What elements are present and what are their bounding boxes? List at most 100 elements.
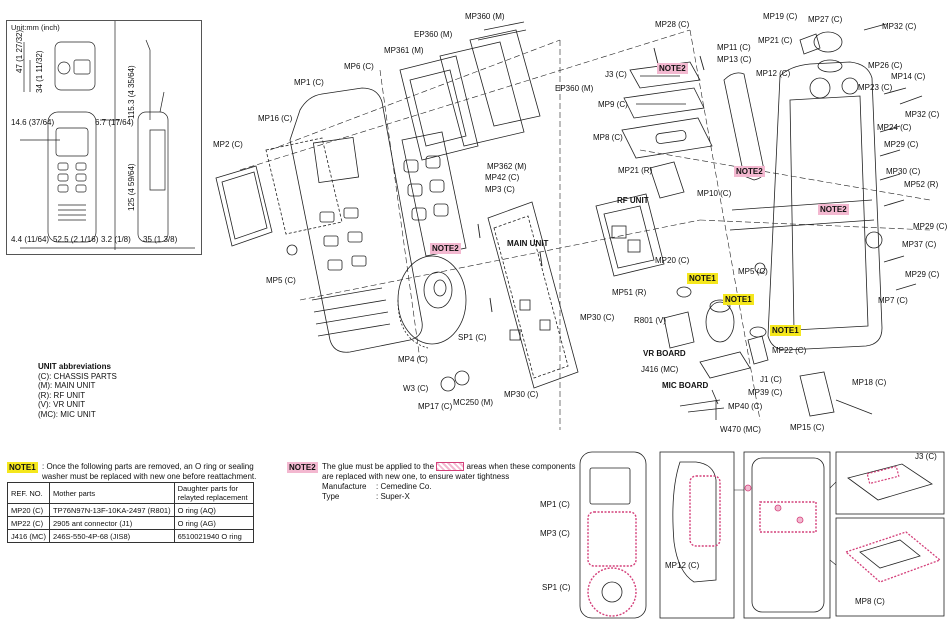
- dim-label: 34 (1 11/32): [35, 50, 44, 93]
- part-label: MP32 (C): [882, 22, 917, 31]
- vr-and-mic-boards: [663, 286, 873, 420]
- dim-label: 4.4 (11/64): [11, 235, 50, 244]
- part-label: MP5 (C): [738, 267, 768, 276]
- part-label: MP12 (C): [756, 69, 791, 78]
- part-label: MP15 (C): [790, 423, 825, 432]
- part-label: MP9 (C): [598, 100, 628, 109]
- abbreviation-item: (R): RF UNIT: [38, 390, 86, 400]
- part-label: MP21 (C): [758, 36, 793, 45]
- abbreviation-item: (C): CHASSIS PARTS: [38, 371, 117, 381]
- table-cell: 246S-550-4P-68 (JIS8): [49, 529, 175, 543]
- manufacture-value: : Cemedine Co.: [376, 482, 432, 491]
- part-label: W470 (MC): [720, 425, 761, 434]
- part-label: SP1 (C): [542, 583, 571, 592]
- main-unit-board: [487, 201, 579, 389]
- table-cell: J416 (MC): [6, 529, 51, 543]
- part-label: EP360 (M): [414, 30, 453, 39]
- part-label: SP1 (C): [458, 333, 487, 342]
- note2-text: The glue must be applied to the areas wh…: [322, 462, 582, 502]
- screws: [477, 23, 923, 313]
- part-label: MP360 (M): [465, 12, 505, 21]
- assembly-guide-lines: [239, 29, 931, 430]
- part-label: MP6 (C): [344, 62, 374, 71]
- part-label: MP14 (C): [891, 72, 926, 81]
- part-label: MP40 (C): [728, 402, 763, 411]
- dim-label: 52.5 (2 1/16): [53, 235, 99, 244]
- part-label: MP8 (C): [855, 597, 885, 606]
- abbreviations-heading: UNIT abbreviations: [38, 362, 111, 371]
- part-label: MC250 (M): [453, 398, 494, 407]
- part-label: MP12 (C): [665, 561, 700, 570]
- note-tag: NOTE1: [687, 273, 718, 284]
- detail-view-mp8: [835, 517, 945, 617]
- part-label: J1 (C): [760, 375, 782, 384]
- abbreviation-item: (V): VR UNIT: [38, 400, 86, 409]
- unit-title: Unit:mm (inch): [11, 23, 60, 32]
- note2-text-b: areas when these components are replaced…: [322, 462, 576, 481]
- part-label: MP22 (C): [772, 346, 807, 355]
- table-cell: TP76N97N-13F-10KA-2497 (R801): [49, 503, 175, 517]
- part-label: MP30 (C): [580, 313, 615, 322]
- abbreviation-item: (M): MAIN UNIT: [38, 381, 96, 390]
- note-tag: NOTE2: [734, 166, 765, 177]
- table-cell: O ring (AQ): [173, 503, 254, 517]
- type-label: Type: [322, 492, 340, 501]
- part-label: W3 (C): [403, 384, 429, 393]
- part-label: MIC BOARD: [662, 381, 709, 390]
- part-label: MP51 (R): [612, 288, 647, 297]
- dim-label: 35 (1 3/8): [143, 235, 178, 244]
- rf-unit-board: [595, 161, 685, 277]
- table-cell: O ring (AG): [173, 516, 254, 530]
- part-label: EP360 (M): [555, 84, 594, 93]
- part-label: MP23 (C): [858, 83, 893, 92]
- dim-label: 3.2 (1/8): [101, 235, 131, 244]
- part-label: VR BOARD: [643, 349, 686, 358]
- part-label: MP28 (C): [655, 20, 690, 29]
- part-label: MP1 (C): [540, 500, 570, 509]
- part-label: MP24 (C): [877, 123, 912, 132]
- table-cell: MP20 (C): [6, 503, 51, 517]
- table-row: J416 (MC) 246S-550-4P-68 (JIS8) 65100219…: [6, 529, 254, 543]
- part-label: MP30 (C): [504, 390, 539, 399]
- part-label: MP361 (M): [384, 46, 424, 55]
- speaker-sp1: [397, 255, 467, 349]
- bottom-view-side: [659, 451, 735, 619]
- note-tag: NOTE1: [723, 294, 754, 305]
- part-label: MP29 (C): [905, 270, 940, 279]
- bottom-view-front: [579, 451, 647, 619]
- table-cell: 2905 ant connector (J1): [49, 516, 175, 530]
- part-label: MP18 (C): [852, 378, 887, 387]
- callout-leaders: [734, 481, 837, 566]
- dim-label: 14.6 (37/64): [11, 118, 55, 127]
- part-label: J3 (C): [605, 70, 627, 79]
- note2-text-a: The glue must be applied to the: [322, 462, 435, 471]
- dim-label: 6.7 (17/64): [95, 118, 134, 127]
- unit-dimension-drawing: [20, 20, 195, 250]
- part-label: MP19 (C): [763, 12, 798, 21]
- part-label: R801 (V): [634, 316, 667, 325]
- part-label: J3 (C): [915, 452, 937, 461]
- table-cell: 6510021940 O ring: [173, 529, 254, 543]
- part-label: MP39 (C): [748, 388, 783, 397]
- detail-view-j3: [835, 451, 945, 515]
- part-label: MP20 (C): [655, 256, 690, 265]
- part-label: MP30 (C): [886, 167, 921, 176]
- part-label: MP16 (C): [258, 114, 293, 123]
- abbreviation-item: (MC): MIC UNIT: [38, 409, 96, 419]
- manufacture-label: Manufacture: [322, 482, 367, 491]
- note1-parts-table: REF. NO. Mother parts Daughter parts for…: [6, 482, 254, 543]
- part-label: MP3 (C): [485, 185, 515, 194]
- part-label: MAIN UNIT: [507, 239, 549, 248]
- table-header-row: REF. NO. Mother parts Daughter parts for…: [6, 482, 254, 504]
- part-label: J416 (MC): [641, 365, 679, 374]
- part-label: MP37 (C): [902, 240, 937, 249]
- note2-badge: NOTE2: [287, 462, 318, 473]
- note-tag: NOTE2: [430, 243, 461, 254]
- part-label: MP3 (C): [540, 529, 570, 538]
- part-label: MP52 (R): [904, 180, 939, 189]
- table-header: Daughter parts for relayted replacement: [173, 482, 254, 504]
- part-label: MP29 (C): [884, 140, 919, 149]
- part-label: MP17 (C): [418, 402, 453, 411]
